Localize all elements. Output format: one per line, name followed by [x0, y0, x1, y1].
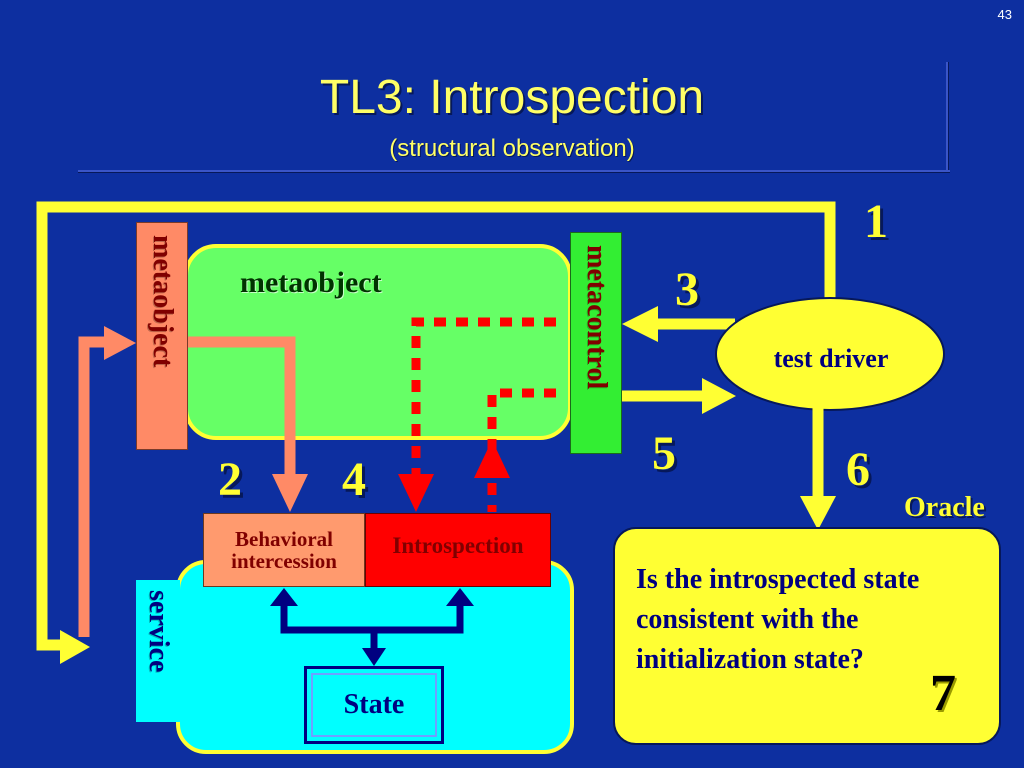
- introspection-box: Introspection: [365, 513, 551, 587]
- state-connector-arrows: [270, 588, 474, 666]
- step-number-1: 1: [864, 195, 888, 248]
- metaobject-box-label: metaobject: [240, 266, 382, 299]
- step-number-2: 2: [218, 453, 242, 506]
- step-number-7: 7: [930, 665, 956, 722]
- metacontrol-to-test-driver-arrow: [622, 378, 736, 414]
- slide-title: TL3: Introspection: [319, 71, 705, 124]
- behavioral-intercession-label: Behavioral intercession: [231, 527, 337, 573]
- step-number-4: 4: [342, 453, 366, 506]
- state-box: State: [304, 666, 444, 744]
- state-label: State: [343, 689, 405, 720]
- slide-subtitle: (structural observation): [389, 135, 635, 162]
- oracle-label: Oracle: [904, 492, 985, 523]
- service-label: service: [136, 580, 180, 722]
- metacontrol-label: metacontrol: [570, 232, 622, 454]
- introspection-label: Introspection: [392, 533, 524, 558]
- service-to-metaobject-arrow: [78, 326, 136, 637]
- step-number-5: 5: [652, 427, 676, 480]
- metaobject-side-label: metaobject: [136, 222, 188, 450]
- test-driver-label: test driver: [773, 344, 889, 373]
- test-driver-to-oracle-arrow: [800, 408, 836, 530]
- test-driver-to-service-arrow: [36, 201, 836, 664]
- slide-number: 43: [997, 7, 1012, 22]
- oracle-question: Is the introspected state consistent wit…: [636, 564, 920, 675]
- step-number-3: 3: [675, 263, 699, 316]
- oracle-box: [613, 527, 1001, 745]
- metaobject-to-introspection-dotted-arrow: [398, 317, 556, 512]
- test-driver-to-metacontrol-arrow: [622, 306, 735, 342]
- test-driver-ellipse: [715, 297, 945, 411]
- behavioral-intercession-box: Behavioral intercession: [203, 513, 365, 587]
- title-frame-horizontal-rule: [78, 170, 950, 173]
- introspection-to-metaobject-dotted-arrow: [474, 388, 556, 512]
- step-number-6: 6: [846, 443, 870, 496]
- metaobject-to-intercession-arrow: [188, 336, 308, 512]
- title-frame-vertical-rule: [946, 62, 949, 172]
